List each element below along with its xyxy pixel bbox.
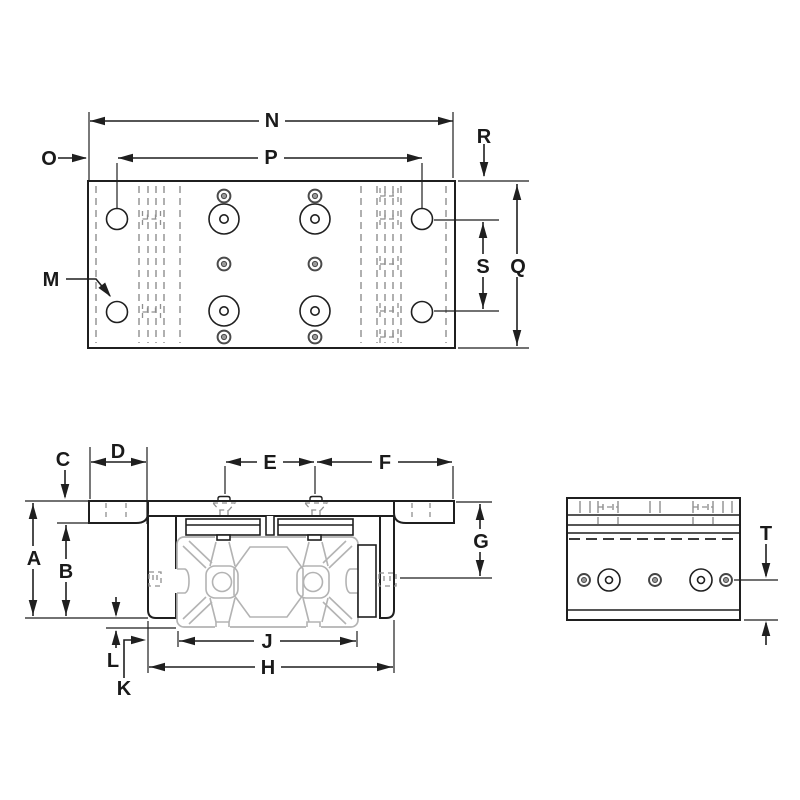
side-view-slot-marks — [579, 500, 733, 524]
dim-label-d: D — [111, 441, 125, 463]
side-view-holes — [577, 568, 733, 592]
top-view: N P O M R S Q — [41, 109, 531, 349]
left-set-screw — [148, 571, 162, 587]
dimension-arrowheads — [28, 116, 771, 672]
flange-right-tab — [393, 500, 455, 524]
dim-label-o: O — [41, 148, 57, 170]
arrowhead — [478, 223, 488, 238]
arrowhead — [479, 162, 489, 177]
dim-label-l: L — [107, 650, 119, 672]
arrowhead — [91, 457, 106, 467]
dim-label-n: N — [265, 110, 279, 132]
pad-key-tab — [216, 534, 231, 541]
arrowhead — [150, 662, 165, 672]
leader-line-k — [123, 639, 140, 678]
counterbored-holes — [208, 203, 331, 327]
dim-label-m: M — [43, 269, 60, 291]
dim-label-a: A — [27, 548, 41, 570]
top-screw — [303, 495, 329, 516]
top-view-extension-lines — [88, 112, 529, 349]
side-view-outline — [566, 497, 741, 621]
arrowhead — [478, 293, 488, 308]
arrowhead — [437, 457, 452, 467]
dim-label-k: K — [117, 678, 132, 700]
pad-key-tab — [307, 534, 322, 541]
mounting-hole — [410, 207, 434, 231]
mounting-hole — [410, 300, 434, 324]
arrowhead — [111, 630, 121, 645]
dim-label-b: B — [59, 561, 73, 583]
top-screw — [211, 495, 237, 516]
arrowhead — [317, 457, 332, 467]
flange-left-tab — [88, 500, 149, 524]
arrowhead — [60, 484, 70, 499]
dim-label-p: P — [264, 147, 277, 169]
arrowhead — [438, 116, 453, 126]
arrowhead — [90, 116, 105, 126]
arrowhead — [131, 457, 146, 467]
gib-plate — [357, 544, 377, 618]
center-hole-pattern — [208, 188, 331, 345]
dim-label-j: J — [261, 631, 272, 653]
dim-label-g: G — [473, 531, 489, 553]
arrowhead — [131, 635, 146, 645]
arrowhead — [28, 504, 38, 519]
arrowhead — [72, 153, 87, 163]
arrowhead — [28, 600, 38, 615]
dim-label-q: Q — [510, 256, 526, 278]
arrowhead — [475, 505, 485, 520]
arrowhead — [61, 526, 71, 541]
arrowhead — [111, 602, 121, 617]
hidden-slot-lines — [95, 186, 447, 343]
arrowhead — [407, 153, 422, 163]
arrowhead — [180, 636, 195, 646]
dim-label-c: C — [56, 449, 70, 471]
carriage-right-arm — [379, 515, 395, 619]
arrowhead — [761, 563, 771, 578]
center-web-neck — [265, 516, 275, 536]
arrowhead — [340, 636, 355, 646]
arrowhead — [98, 282, 111, 297]
dim-label-s: S — [476, 256, 489, 278]
bearing-pads — [185, 518, 354, 541]
mounting-hole — [105, 207, 129, 231]
arrowhead — [61, 600, 71, 615]
carriage-left-arm — [147, 515, 177, 619]
flange-hidden-holes — [105, 503, 431, 521]
dim-label-f: F — [379, 452, 391, 474]
corner-mounting-holes — [105, 207, 434, 324]
arrowhead — [299, 457, 314, 467]
arrowhead — [118, 153, 133, 163]
mounting-plate-outline — [87, 180, 456, 349]
dim-label-e: E — [263, 452, 276, 474]
dim-label-t: T — [760, 523, 772, 545]
arrowhead — [761, 621, 771, 636]
side-view: T — [566, 497, 778, 645]
front-section-view: C D E F A B G L K H J — [21, 441, 494, 700]
dim-label-r: R — [477, 126, 492, 148]
small-screw-holes — [216, 188, 323, 345]
front-view-extension-lines — [25, 447, 492, 673]
arrowhead — [475, 560, 485, 575]
arrowhead — [512, 330, 522, 345]
t-slot-extrusion-profile — [175, 535, 360, 630]
dim-label-h: H — [261, 657, 275, 679]
arrowhead — [226, 457, 241, 467]
right-set-screw — [378, 572, 397, 587]
arrowhead — [377, 662, 392, 672]
arrowhead — [512, 185, 522, 200]
mounting-hole — [105, 300, 129, 324]
